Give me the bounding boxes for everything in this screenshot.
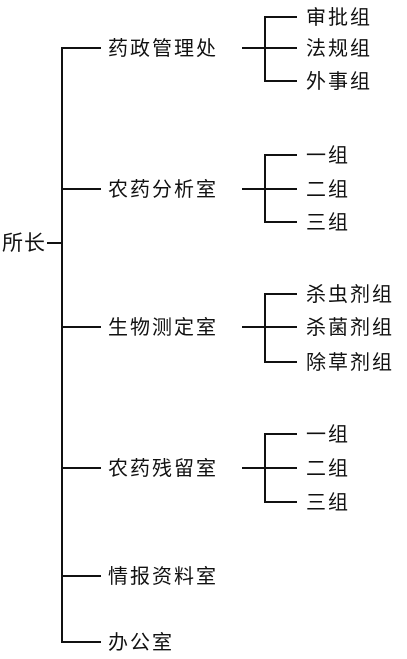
dept-bioassay: 生物测定室 xyxy=(108,315,218,339)
group-residue-1: 一组 xyxy=(306,422,350,446)
dept-information: 情报资料室 xyxy=(108,564,218,588)
root-director: 所长 xyxy=(2,231,46,255)
group-foreign-affairs: 外事组 xyxy=(306,69,372,93)
dept-pesticide-analysis: 农药分析室 xyxy=(108,177,218,201)
group-analysis-3: 三组 xyxy=(306,210,350,234)
group-insecticide: 杀虫剂组 xyxy=(306,282,394,306)
dept-pesticide-residue: 农药残留室 xyxy=(108,456,218,480)
group-herbicide: 除草剂组 xyxy=(306,350,394,374)
group-residue-3: 三组 xyxy=(306,490,350,514)
group-approval: 审批组 xyxy=(306,5,372,29)
group-analysis-1: 一组 xyxy=(306,143,350,167)
group-fungicide: 杀菌剂组 xyxy=(306,315,394,339)
group-analysis-2: 二组 xyxy=(306,177,350,201)
dept-drug-administration: 药政管理处 xyxy=(108,36,218,60)
dept-office: 办公室 xyxy=(108,630,174,654)
group-residue-2: 二组 xyxy=(306,456,350,480)
group-regulations: 法规组 xyxy=(306,36,372,60)
